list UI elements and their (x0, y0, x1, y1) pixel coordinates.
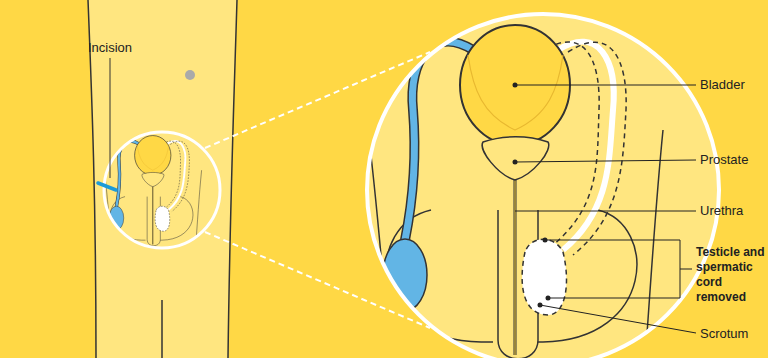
part-label: Urethra (700, 203, 766, 219)
part-label: Scrotum (700, 326, 766, 342)
part-label: Bladder (700, 77, 766, 93)
incision-label: Incision (88, 40, 168, 56)
part-label: Prostate (700, 152, 766, 168)
removed-part-label: Testicle and spermatic cord removed (696, 245, 768, 305)
